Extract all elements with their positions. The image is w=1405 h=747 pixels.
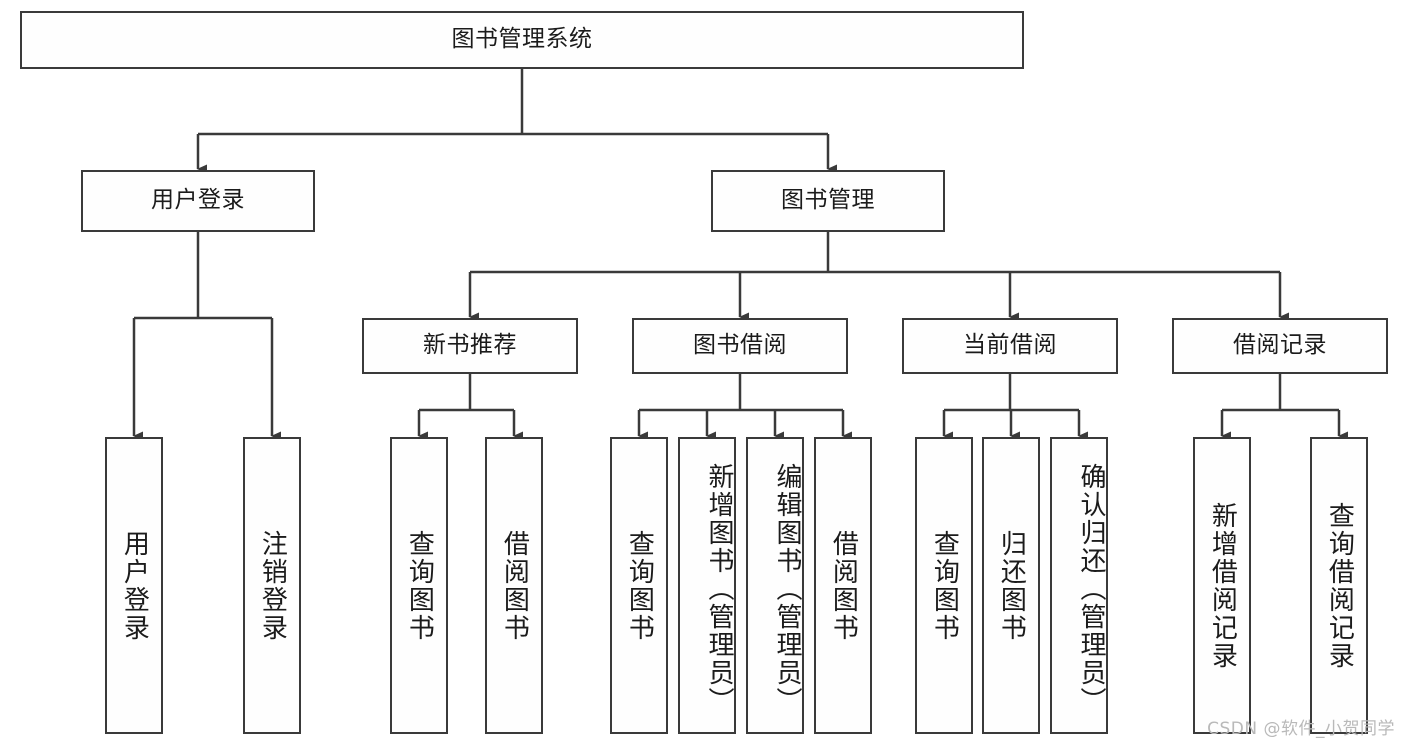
node-leaf-12: 查询借阅记录 bbox=[1310, 437, 1368, 734]
node-label: 新书推荐 bbox=[423, 332, 517, 359]
connector-lines bbox=[132, 69, 1348, 441]
node-leaf-7: 借阅图书 bbox=[814, 437, 872, 734]
node-level2-0: 用户登录 bbox=[81, 170, 315, 232]
node-label: 归还图书 bbox=[996, 529, 1027, 642]
node-label: 查询图书 bbox=[404, 529, 435, 642]
node-leaf-9: 归还图书 bbox=[982, 437, 1040, 734]
node-leaf-8: 查询图书 bbox=[915, 437, 973, 734]
node-label: 借阅图书 bbox=[828, 529, 859, 642]
node-level3-0: 新书推荐 bbox=[362, 318, 578, 374]
node-label: 确认归还（管理员） bbox=[1076, 462, 1106, 715]
node-label: 当前借阅 bbox=[963, 332, 1057, 359]
node-label: 图书管理系统 bbox=[451, 26, 593, 53]
node-leaf-5: 新增图书（管理员） bbox=[678, 437, 736, 734]
node-label: 查询借阅记录 bbox=[1324, 501, 1355, 670]
node-label: 借阅图书 bbox=[499, 529, 530, 642]
node-label: 图书管理 bbox=[781, 187, 875, 214]
node-label: 编辑图书（管理员） bbox=[772, 462, 802, 715]
node-label: 注销登录 bbox=[257, 529, 288, 642]
node-level3-1: 图书借阅 bbox=[632, 318, 848, 374]
node-label: 查询图书 bbox=[929, 529, 960, 642]
node-label: 借阅记录 bbox=[1233, 332, 1327, 359]
node-level3-2: 当前借阅 bbox=[902, 318, 1118, 374]
node-root: 图书管理系统 bbox=[20, 11, 1024, 69]
node-leaf-11: 新增借阅记录 bbox=[1193, 437, 1251, 734]
node-leaf-3: 借阅图书 bbox=[485, 437, 543, 734]
node-label: 新增借阅记录 bbox=[1207, 501, 1238, 670]
node-level3-3: 借阅记录 bbox=[1172, 318, 1388, 374]
node-leaf-1: 注销登录 bbox=[243, 437, 301, 734]
node-leaf-6: 编辑图书（管理员） bbox=[746, 437, 804, 734]
node-level2-1: 图书管理 bbox=[711, 170, 945, 232]
node-leaf-2: 查询图书 bbox=[390, 437, 448, 734]
node-label: 用户登录 bbox=[151, 187, 245, 214]
node-label: 图书借阅 bbox=[693, 332, 787, 359]
node-leaf-4: 查询图书 bbox=[610, 437, 668, 734]
node-leaf-0: 用户登录 bbox=[105, 437, 163, 734]
node-label: 用户登录 bbox=[119, 529, 150, 642]
node-label: 查询图书 bbox=[624, 529, 655, 642]
node-leaf-10: 确认归还（管理员） bbox=[1050, 437, 1108, 734]
node-label: 新增图书（管理员） bbox=[704, 462, 734, 715]
